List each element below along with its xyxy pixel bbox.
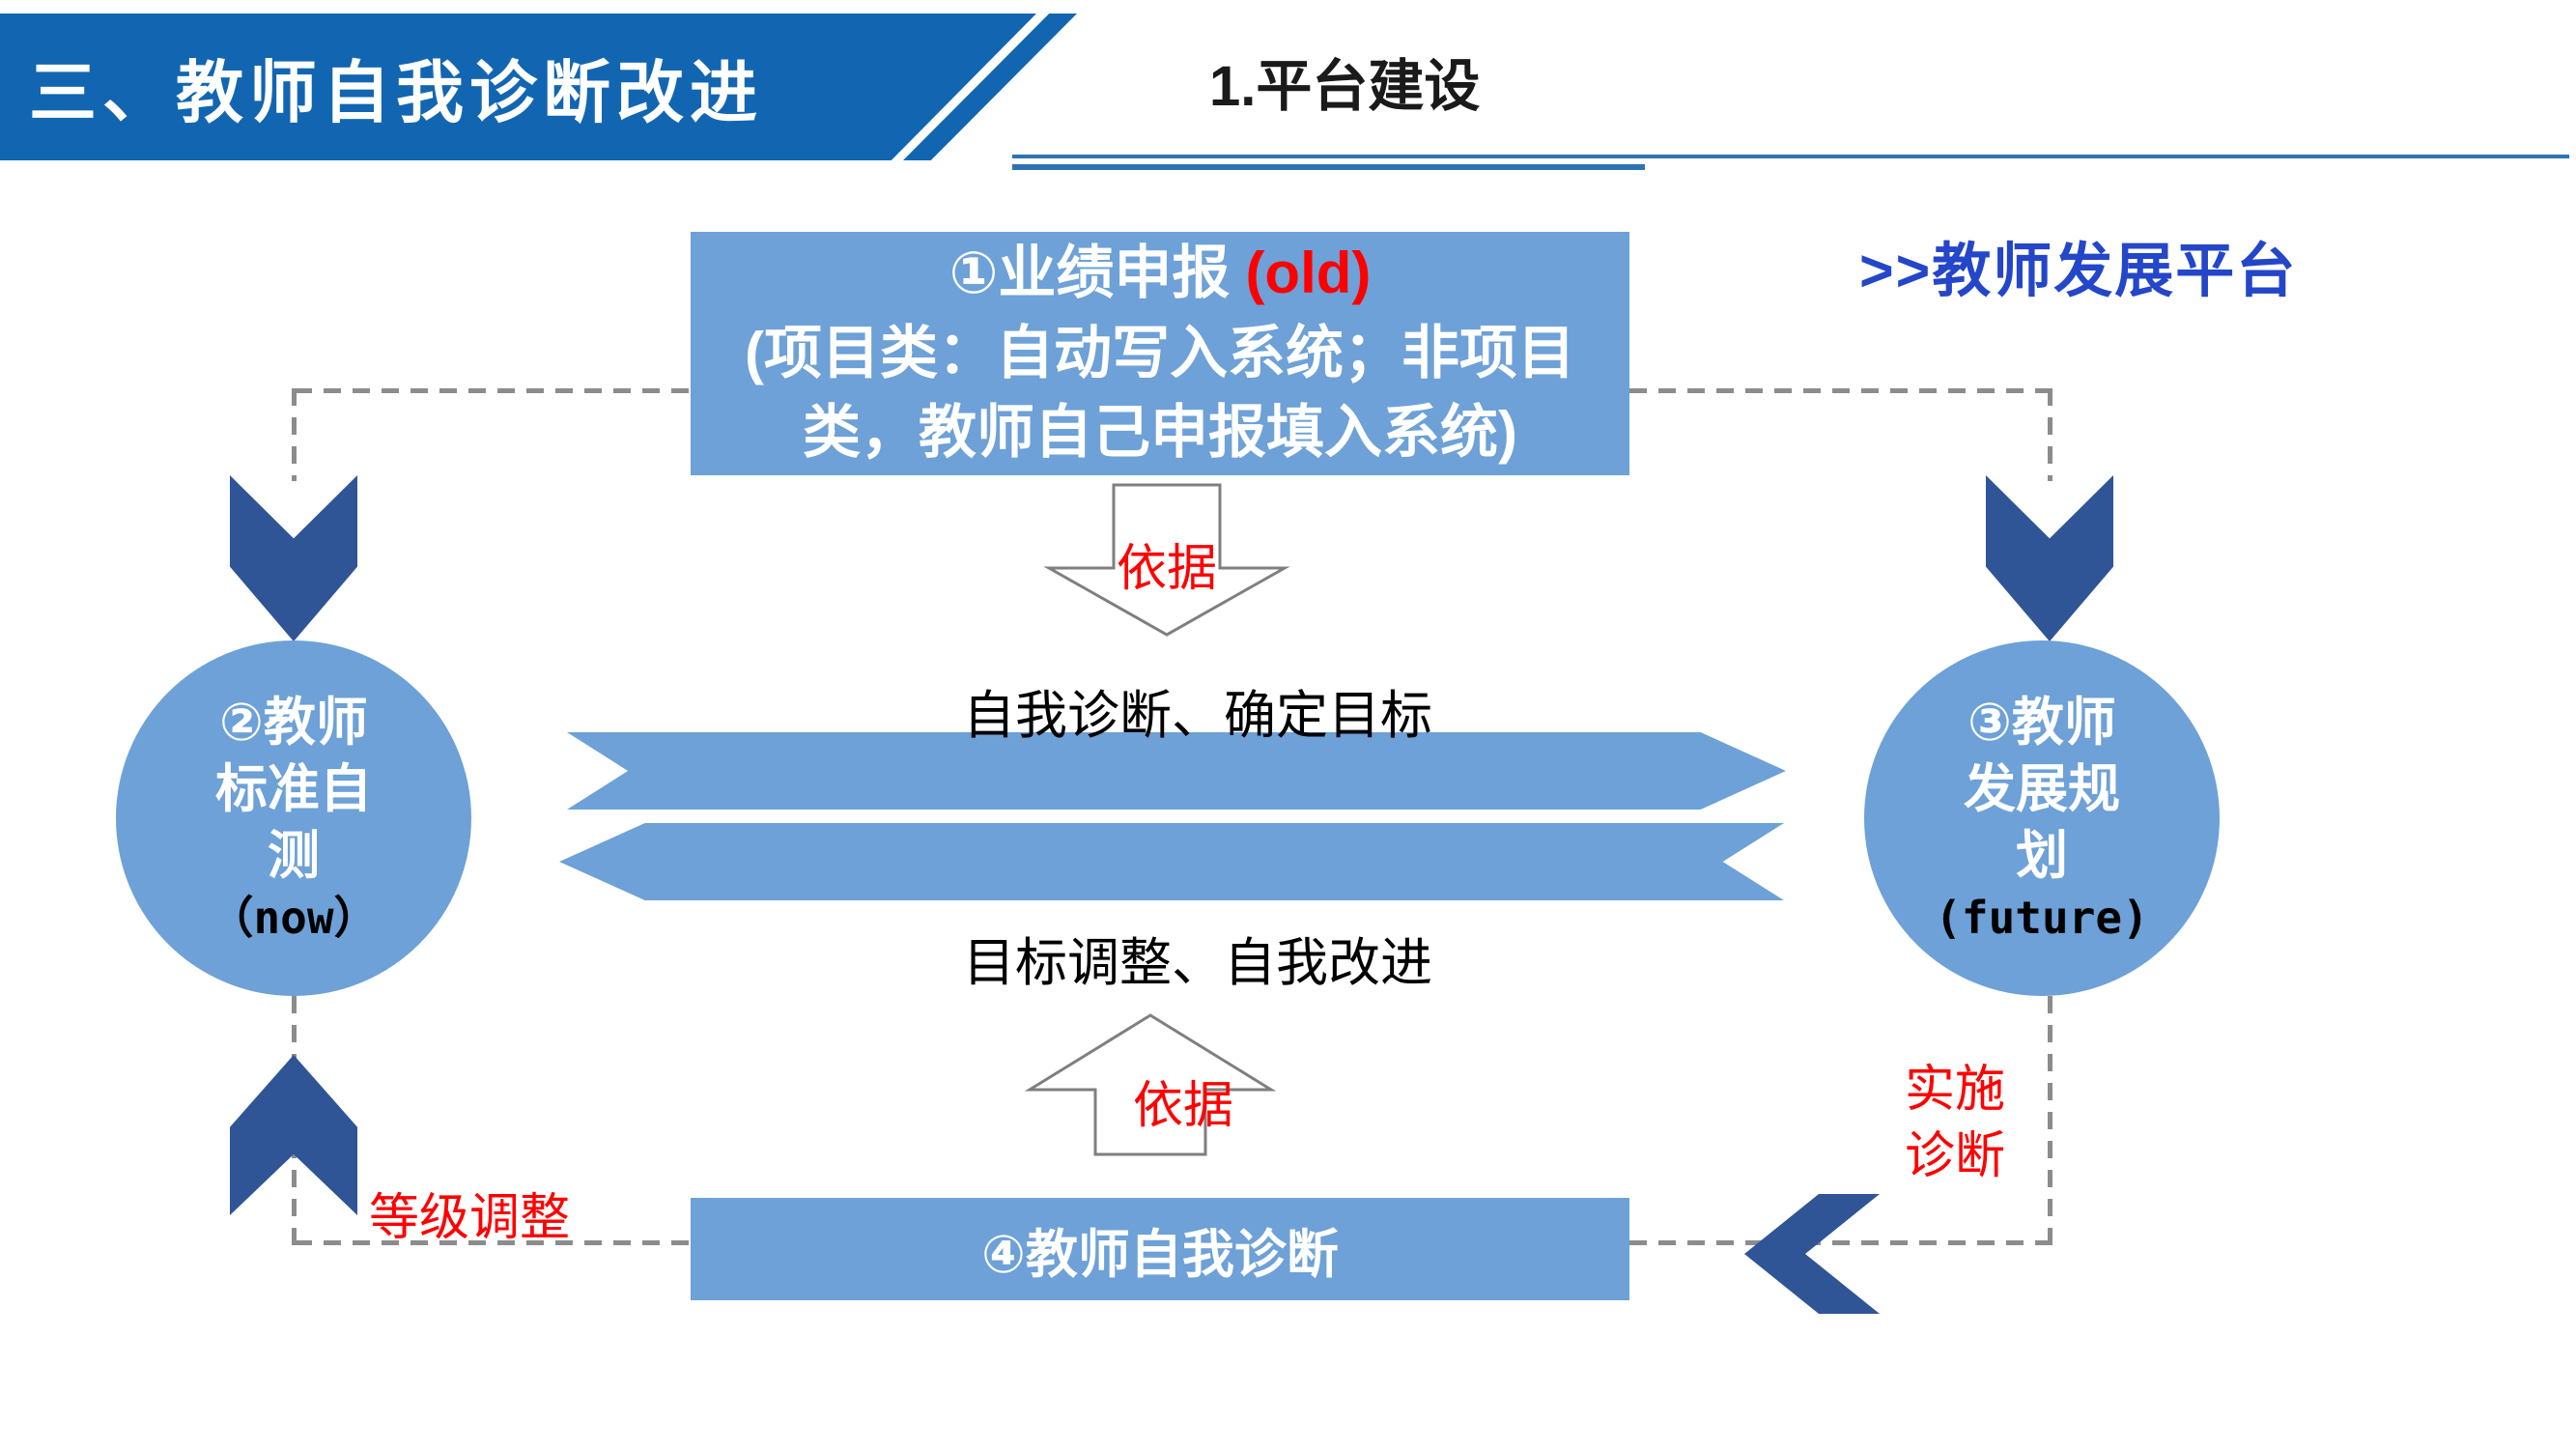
right-circle-line2: 发展规 [1964,760,2120,818]
basis-down-arrow-icon [1043,483,1290,637]
basis-up-arrow-icon [1024,1013,1277,1156]
dashed-connector-bottom-right [1629,1240,2052,1245]
right-circle-tag: (future) [1935,892,2149,945]
implement-line2: 诊断 [1905,1127,2006,1184]
self-diagnosis-title: ④教师自我诊断 [981,1225,1339,1284]
flow-right-label: 自我诊断、确定目标 [963,687,1432,745]
teacher-standard-selftest-circle: ②教师 标准自 测 （now） [116,640,471,996]
performance-report-box: ①业绩申报(old) (项目类：自动写入系统；非项目 类，教师自己申报填入系统) [691,232,1629,475]
topbox-line2: (项目类：自动写入系统；非项目 [745,320,1575,385]
topbox-line1: ①业绩申报(old) [691,234,1629,314]
implement-line1: 实施 [1905,1062,2006,1118]
section-banner: 三、教师自我诊断改进 [0,14,1036,160]
implement-diagnosis-label: 实施 诊断 [1905,1057,2005,1189]
flow-arrow-left [559,823,1784,900]
page-subtitle: 1.平台建设 [1209,55,1481,118]
topbox-line3: 类，教师自己申报填入系统) [803,400,1517,466]
right-circle-line1: ③教师 [1967,693,2116,752]
platform-title: >>教师发展平台 [1859,238,2298,303]
left-circle-line3: 测 [268,827,320,886]
flow-left-label: 目标调整、自我改进 [963,934,1432,992]
header-underline [1012,155,2569,158]
basis-label-top: 依据 [1116,541,1217,597]
self-diagnosis-box: ④教师自我诊断 [691,1198,1629,1300]
flow-arrow-right [567,732,1786,810]
dashed-connector-top-left [295,388,693,393]
right-circle-line3: 划 [2016,827,2068,886]
dashed-connector-bottom-left [295,1240,693,1245]
topbox-title: ①业绩申报 [948,240,1231,305]
section-title: 三、教师自我诊断改进 [29,54,763,130]
teacher-development-plan-circle: ③教师 发展规 划 (future) [1864,640,2220,996]
dashed-connector-left-upper [292,388,297,481]
grade-adjust-label: 等级调整 [369,1190,571,1246]
topbox-old-tag: (old) [1245,240,1372,305]
left-circle-line1: ②教师 [219,693,368,752]
dashed-connector-right-lower [2048,996,2052,1245]
down-chevron-left-icon [230,475,357,641]
down-chevron-right-icon [1986,475,2113,641]
left-circle-tag: （now） [209,892,379,945]
left-chevron-bottom-icon [1744,1194,1880,1314]
left-circle-line2: 标准自 [215,760,372,818]
basis-label-bottom: 依据 [1132,1078,1233,1134]
header-underline-accent [1012,164,1645,170]
dashed-connector-right-upper [2048,388,2052,481]
dashed-connector-top-right [1629,388,2052,393]
